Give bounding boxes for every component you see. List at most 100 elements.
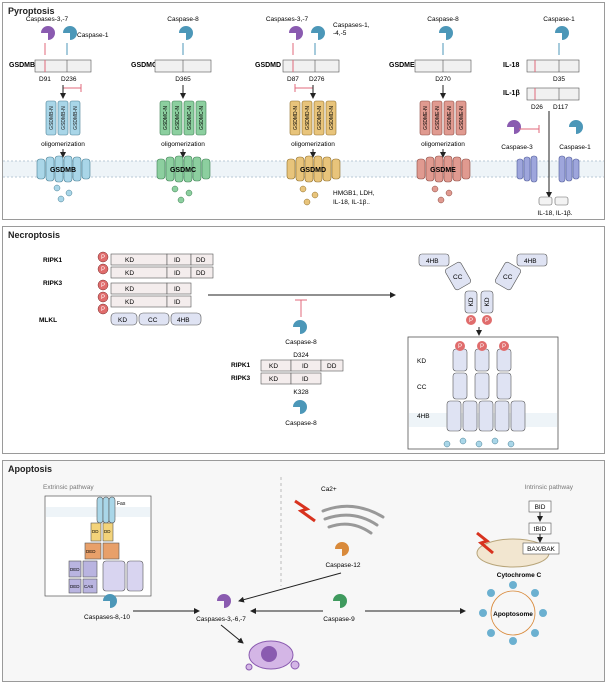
- gsdmd-n-label-2: GSDMD-N: [305, 106, 311, 130]
- gsdme-n-label-1: GSDME-N: [423, 106, 429, 130]
- p-label: P: [101, 255, 105, 261]
- gsdmb-oligomerization: oligomerization: [41, 141, 85, 148]
- il-group: Caspase-1 IL-18 D35 IL-1β D26 D117 Caspa…: [501, 16, 591, 217]
- caspase8-bottom-label: Caspase-8: [285, 420, 317, 427]
- kd-label: KD: [125, 299, 134, 306]
- caspase-blue-icon: [103, 594, 117, 608]
- caspase-blue-icon: [555, 26, 569, 40]
- il18-bar: [526, 59, 580, 73]
- apoptotic-cell-icon: [245, 640, 300, 671]
- kd-label: KD: [125, 270, 134, 277]
- 4hb-label: 4HB: [524, 258, 537, 265]
- caspase-blue-icon: [439, 26, 453, 40]
- pyroptosis-diagram: Caspases-3,-7 Caspase-1 GSDMB D91 D236 G…: [3, 16, 604, 217]
- caspase-flow: Caspases-8,-10 Caspases-3,-6,-7 Caspase-…: [84, 572, 547, 671]
- gsdmd-caspase-right-label-2: -4,-5: [333, 30, 347, 37]
- p-label: P: [101, 283, 105, 289]
- cc-label: CC: [503, 274, 513, 281]
- il-caspase3-label: Caspase-3: [501, 144, 533, 151]
- gsdmc-protein-label: GSDMC: [131, 62, 157, 69]
- kd-label: KD: [269, 363, 278, 370]
- gsdmd-n-label-1: GSDMD-N: [293, 106, 299, 130]
- caspase8-10-label: Caspases-8,-10: [84, 614, 130, 621]
- intrinsic-label: Intrinsic pathway: [525, 484, 574, 491]
- p-label: P: [502, 344, 506, 350]
- p-label: P: [101, 295, 105, 301]
- gsdmc-pore: [156, 155, 211, 183]
- gsdme-group: Caspase-8 GSDME D270 GSDME-N GSDME-N GSD…: [389, 16, 472, 204]
- il1b-site-left: D26: [531, 104, 543, 111]
- p-label: P: [101, 267, 105, 273]
- ripk3-label-left: RIPK3: [43, 280, 63, 287]
- p-label: P: [485, 318, 489, 324]
- gsdmb-protein-label: GSDMB: [9, 62, 35, 69]
- lightning-icon: [476, 531, 494, 555]
- gsdme-n-label-3: GSDME-N: [447, 106, 453, 130]
- pyroptosis-title: Pyroptosis: [8, 6, 55, 16]
- gsdme-n-label-4: GSDME-N: [459, 106, 465, 130]
- dd-label: DD: [327, 363, 337, 370]
- ripk1-label-mid: RIPK1: [231, 362, 251, 369]
- il1b-site-right: D117: [553, 104, 568, 111]
- mlkl-label-left: MLKL: [39, 317, 57, 324]
- gsdmd-n-label-3: GSDMD-N: [317, 106, 323, 130]
- p-label: P: [458, 344, 462, 350]
- gsdmb-pore: [36, 155, 91, 183]
- mlkl-cc-label: CC: [148, 317, 158, 324]
- site-k328: K328: [293, 389, 309, 396]
- gsdme-site: D270: [435, 76, 451, 83]
- gsdmd-pore: [286, 155, 341, 183]
- gsdmd-protein-bar: [282, 59, 340, 73]
- il-caspase1-label: Caspase-1: [559, 144, 591, 151]
- p-label: P: [469, 318, 473, 324]
- gsdmd-caspase-right-label-1: Caspases-1,: [333, 22, 370, 29]
- mlkl-4hb-label: 4HB: [177, 317, 190, 324]
- gsdmd-n-label-4: GSDMD-N: [329, 106, 335, 130]
- cas-label: CAS: [84, 584, 93, 589]
- caspase-blue-icon: [311, 26, 325, 40]
- il-release-label: IL-18, IL-1β.: [537, 210, 572, 217]
- id-label: ID: [174, 299, 181, 306]
- gsdme-pore: [416, 155, 471, 183]
- id-label: ID: [302, 376, 309, 383]
- caspase-purple-icon: [289, 26, 303, 40]
- lightning-icon: [294, 499, 316, 523]
- er-icon: [321, 504, 385, 535]
- gsdmd-release-label-2: IL-18, IL-1β..: [333, 199, 370, 206]
- ded-label: DED: [86, 549, 96, 554]
- gsdme-protein-label: GSDME: [389, 62, 415, 69]
- il18-site: D35: [553, 76, 565, 83]
- gsdme-n-label-2: GSDME-N: [435, 106, 441, 130]
- caspase8-top-label: Caspase-8: [285, 339, 317, 346]
- gsdmc-n-label-4: GSDMC-N: [199, 106, 205, 130]
- baxbak-label: BAX/BAK: [527, 546, 555, 553]
- gsdmb-n-label-2: GSDMB-N: [61, 106, 67, 130]
- site-d324: D324: [293, 352, 309, 359]
- caspase-blue-icon: [293, 320, 307, 334]
- ded-label: DED: [70, 567, 80, 572]
- kd-label: KD: [125, 257, 134, 264]
- pore-4hb-label: 4HB: [417, 413, 430, 420]
- ripk1-label-left: RIPK1: [43, 257, 63, 264]
- gsdmc-pore-label: GSDMC: [170, 167, 196, 174]
- apoptosis-panel: Apoptosis Extrinsic pathway Intrinsic pa…: [2, 460, 605, 682]
- bid-label: BID: [535, 504, 546, 511]
- il1b-label: IL-1β: [503, 90, 520, 97]
- gsdme-pore-label: GSDME: [430, 167, 456, 174]
- gsdmc-oligomerization: oligomerization: [161, 141, 205, 148]
- fas-label: Fas: [117, 501, 126, 507]
- il1b-bar: [526, 87, 580, 101]
- gsdmb-site-left: D91: [39, 76, 51, 83]
- caspase-purple-icon: [507, 120, 521, 134]
- gsdmd-release-label-1: HMGB1, LDH,: [333, 190, 375, 197]
- il-pore: [516, 155, 580, 183]
- caspase12-label: Caspase-12: [325, 562, 360, 569]
- id-label: ID: [302, 363, 309, 370]
- il-caspase-top-label: Caspase-1: [543, 16, 575, 23]
- gsdmb-pore-label: GSDMB: [50, 167, 76, 174]
- dd-label: DD: [92, 529, 99, 534]
- cc-label: CC: [453, 274, 463, 281]
